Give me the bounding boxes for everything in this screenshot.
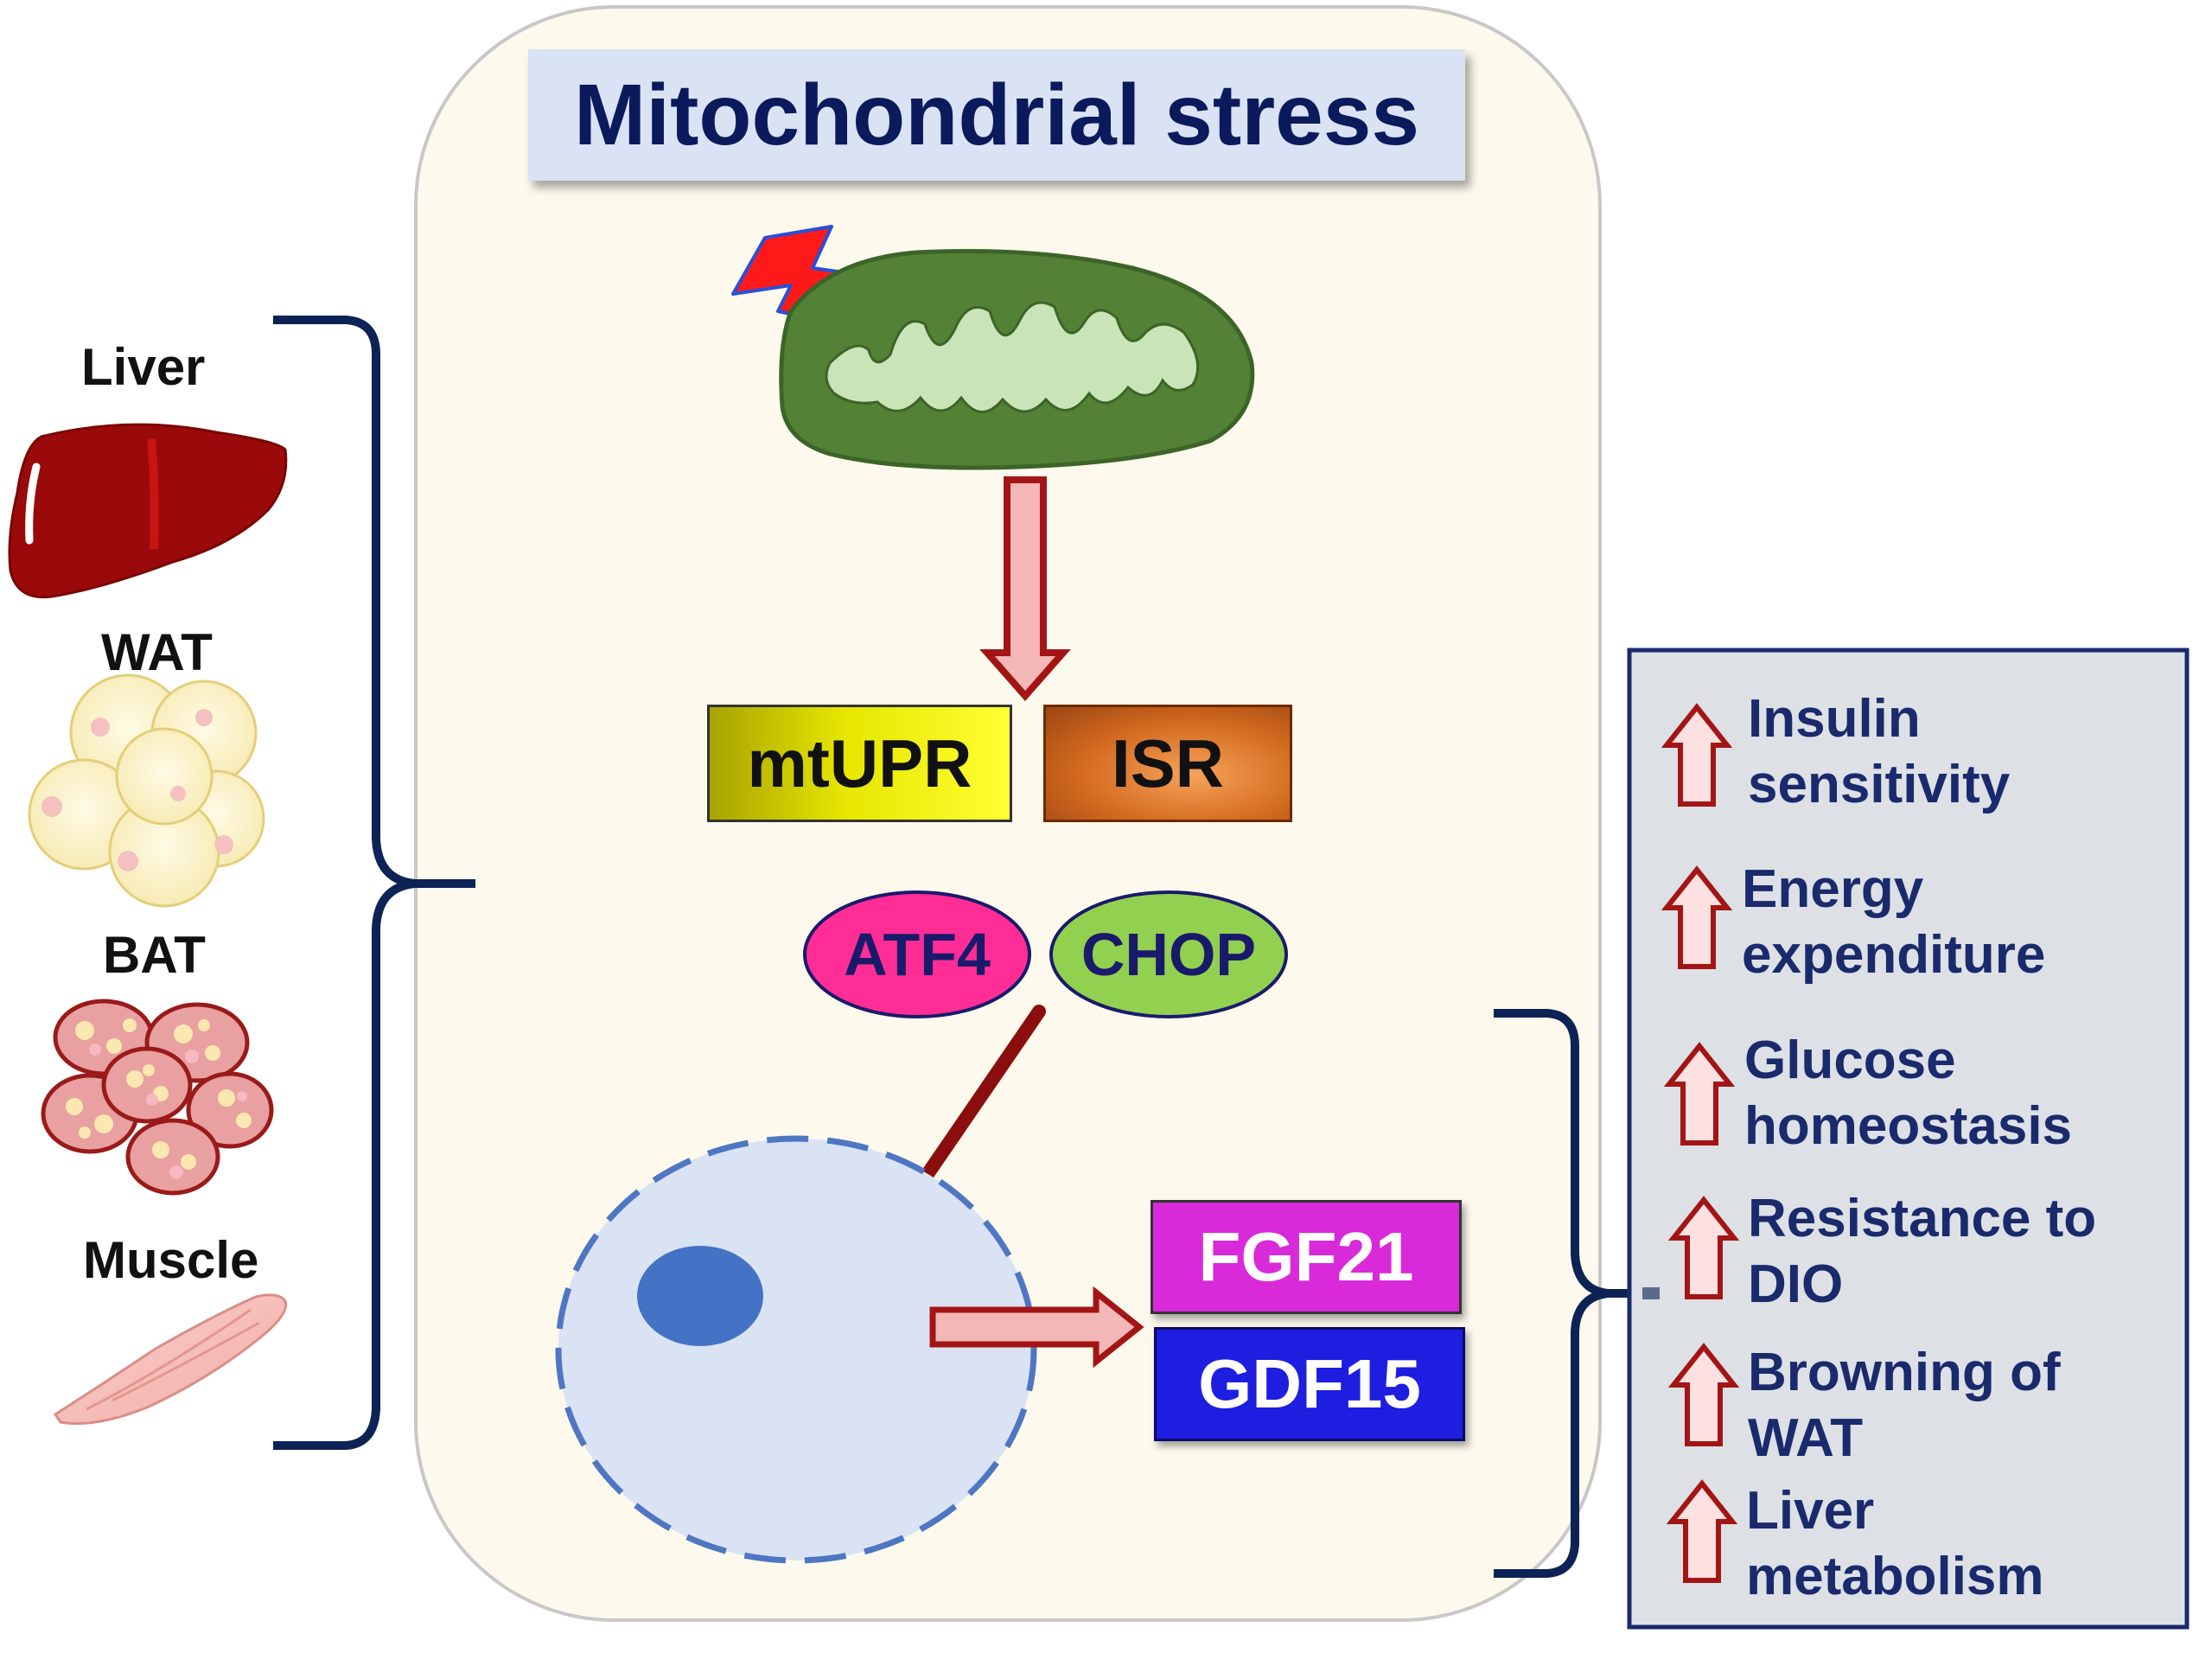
chop-oval [1049,890,1288,1018]
liver-icon [8,423,288,599]
mitochondrion-icon [779,249,1255,470]
brown-adipose-icon [41,999,274,1196]
mtupr-box: mtUPR [707,705,1012,822]
atf4-label: ATF4 [844,921,991,988]
cell-body [555,1135,1037,1564]
tissue-label-wat: WAT [101,623,213,681]
diagram-title: Mitochondrial stress [528,49,1465,181]
chop-label: CHOP [1081,921,1257,988]
muscle-icon [53,1293,288,1426]
tissue-label-muscle: Muscle [83,1231,259,1289]
atf4-oval [803,890,1031,1018]
nucleus-icon [637,1246,763,1346]
white-adipose-icon [28,673,265,908]
effect-browning-of-wat: Browning of WAT [1748,1343,2061,1468]
isr-box: ISR [1043,705,1292,822]
effects-panel [1627,648,2190,1630]
tissue-label-liver: Liver [81,338,206,396]
effect-resistance-to-dio: Resistance to DIO [1748,1189,2097,1314]
effect-liver-metabolism: Liver metabolism [1746,1481,2044,1606]
effects-bracket [1494,1009,1660,1578]
effect-energy-expenditure: Energy expenditure [1742,859,2046,985]
fgf21-box: FGF21 [1151,1200,1462,1314]
tissue-bracket [273,316,475,1450]
down-arrow [979,476,1071,702]
effect-glucose-homeostasis: Glucose homeostasis [1744,1031,2073,1156]
gdf15-box: GDF15 [1154,1327,1465,1441]
secretion-arrow [929,1286,1144,1369]
tissue-label-bat: BAT [103,926,206,984]
up-arrow-icon [1661,703,1740,1583]
effect-insulin-sensitivity: Insulin sensitivity [1748,689,2011,814]
